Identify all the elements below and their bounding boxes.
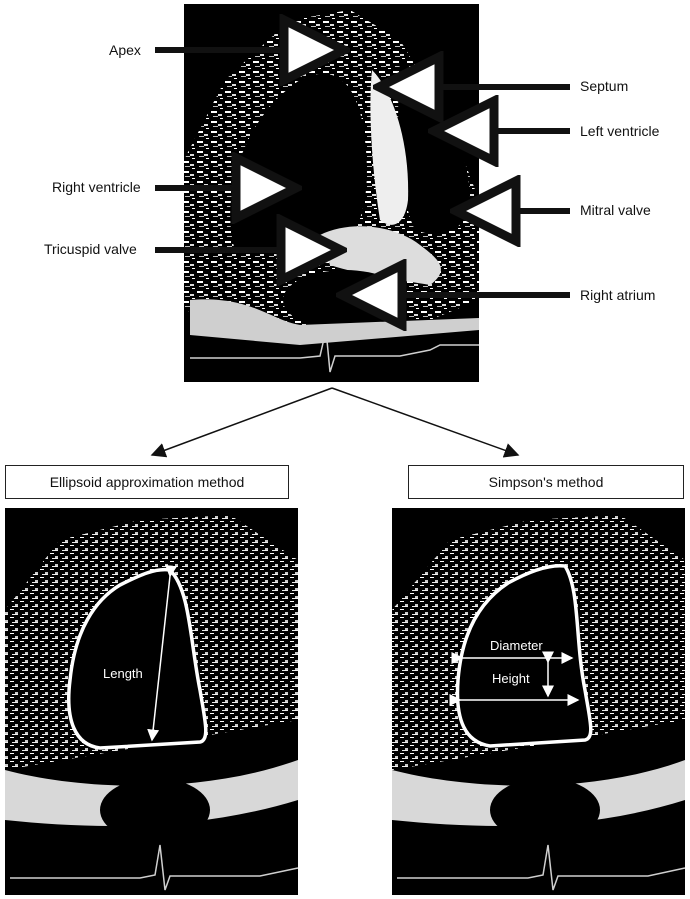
label-mitral-valve: Mitral valve	[580, 202, 651, 218]
height-label: Height	[492, 671, 530, 686]
label-right-atrium: Right atrium	[580, 287, 656, 303]
length-label: Length	[103, 666, 143, 681]
branch-arrows	[150, 387, 520, 458]
simpson-echo-image	[392, 508, 686, 895]
diameter-label: Diameter	[490, 638, 543, 653]
ellipsoid-echo-image	[5, 508, 299, 895]
label-apex: Apex	[109, 42, 141, 58]
label-septum: Septum	[580, 78, 629, 94]
label-tricuspid-valve: Tricuspid valve	[44, 241, 137, 257]
ellipsoid-method-box: Ellipsoid approximation method	[5, 465, 289, 499]
top-echo-image	[184, 4, 479, 382]
label-left-ventricle: Left ventricle	[580, 123, 660, 139]
label-right-ventricle: Right ventricle	[52, 179, 141, 195]
top-arrows	[155, 50, 570, 295]
simpson-method-box: Simpson's method	[408, 465, 684, 499]
